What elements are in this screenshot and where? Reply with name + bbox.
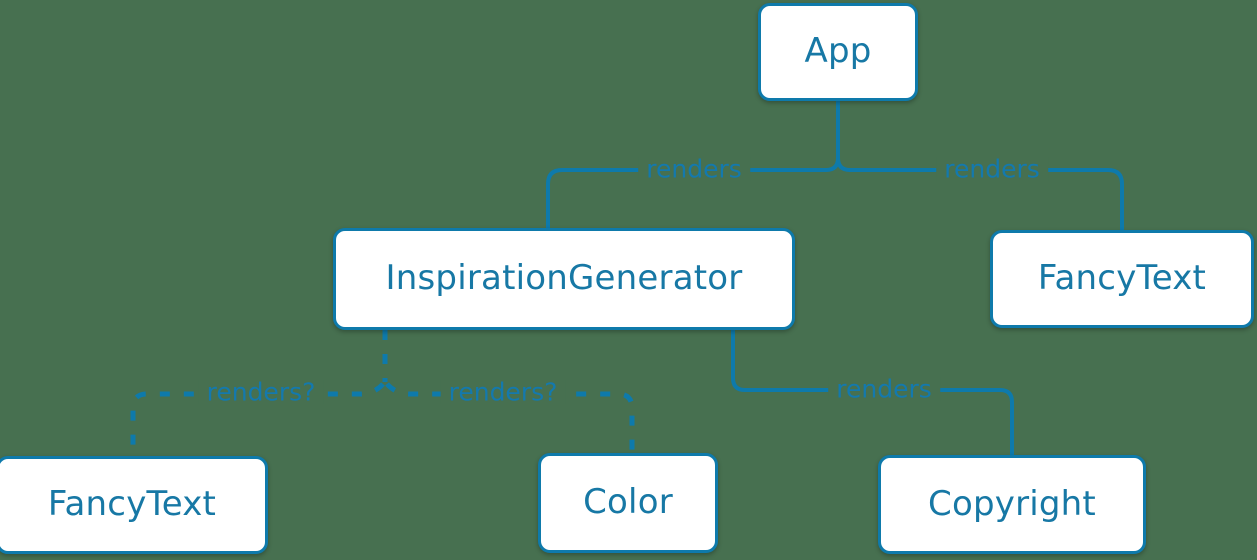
edge-app-to-fancytext <box>848 168 1124 232</box>
node-color-label: Color <box>583 482 673 522</box>
node-fancytext-top[interactable]: FancyText <box>990 230 1254 328</box>
edge-inspiration-to-color-dashed <box>385 382 635 453</box>
node-color[interactable]: Color <box>538 453 718 553</box>
node-copyright-label: Copyright <box>928 483 1096 524</box>
node-fancytext-top-label: FancyText <box>1037 258 1207 298</box>
node-fancytext-bottom-label: FancyText <box>47 484 217 524</box>
edge-app-to-inspiration <box>546 168 828 230</box>
edge-app-stem-left <box>824 156 840 172</box>
node-app[interactable]: App <box>758 3 918 101</box>
node-inspiration-generator-label: InspirationGenerator <box>385 258 743 298</box>
edge-label-inspiration-to-color: renders? <box>440 379 566 405</box>
node-app-label: App <box>804 31 872 71</box>
edge-label-app-to-inspiration: renders <box>638 156 750 182</box>
node-copyright[interactable]: Copyright <box>878 455 1146 554</box>
edge-inspiration-to-fancytext-dashed <box>130 382 385 456</box>
node-fancytext-bottom[interactable]: FancyText <box>0 456 268 554</box>
node-inspiration-generator[interactable]: InspirationGenerator <box>333 228 795 330</box>
edge-label-app-to-fancytext: renders <box>936 156 1048 182</box>
edge-label-inspiration-to-fancytext: renders? <box>198 379 324 405</box>
edge-label-inspiration-to-copyright: renders <box>828 376 940 402</box>
